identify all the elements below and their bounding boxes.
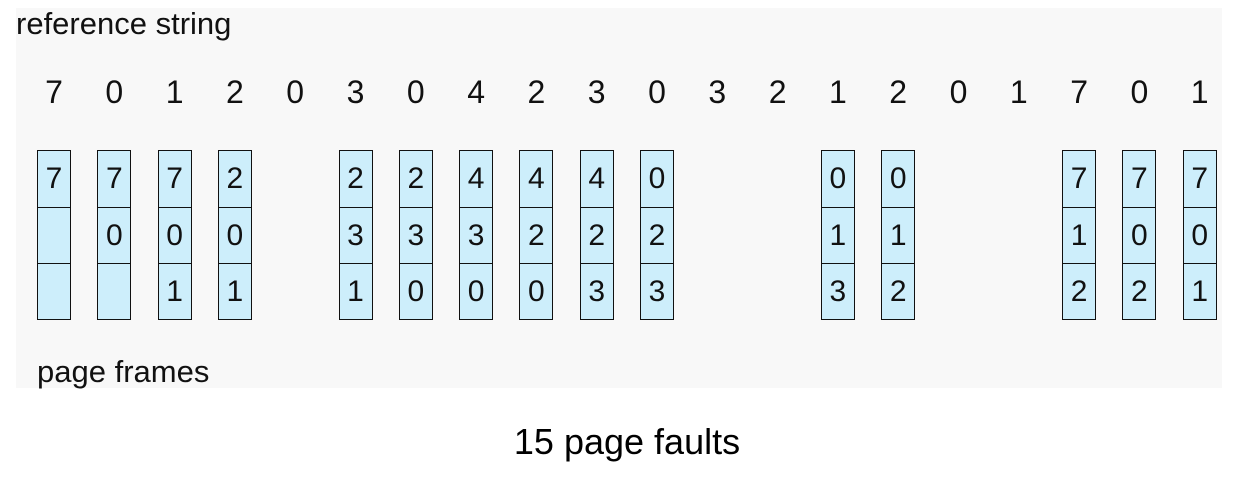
frame-cell: 1 (1183, 263, 1216, 319)
frame-cell: 7 (1070, 162, 1088, 195)
frame-cell: 4 (588, 162, 606, 195)
page-fault-count: 15 page faults (513, 421, 741, 462)
reference-item: 7 (45, 74, 63, 110)
reference-item: 2 (768, 74, 787, 110)
frame-cell: 2 (580, 207, 613, 263)
reference-item: 2 (225, 74, 244, 110)
reference-item: 0 (105, 74, 124, 110)
frame-cell: 0 (520, 263, 553, 319)
page-frames-label: page frames (37, 354, 210, 389)
reference-item: 3 (346, 74, 365, 110)
reference-item: 0 (949, 74, 968, 110)
frame-cell: 3 (821, 263, 854, 319)
frame-cell (98, 263, 131, 319)
frame-cell: 2 (226, 162, 244, 195)
reference-item: 0 (1130, 74, 1149, 110)
reference-item: 0 (406, 74, 425, 110)
frame-cell: 1 (218, 263, 251, 319)
reference-string-label: reference string (16, 6, 232, 41)
reference-item: 2 (527, 74, 546, 110)
frame-snapshot: 7 (37, 150, 71, 320)
frame-cell: 0 (829, 162, 847, 195)
frame-cell: 0 (1183, 207, 1216, 263)
frame-cell: 2 (1123, 263, 1156, 319)
frame-cell: 2 (882, 263, 915, 319)
frame-cell: 2 (407, 162, 425, 195)
frame-cell: 4 (528, 162, 545, 195)
frame-cell: 1 (882, 207, 915, 263)
frame-cell: 7 (1131, 162, 1148, 195)
frame-cell: 7 (45, 162, 63, 195)
frame-cell: 0 (158, 207, 191, 263)
reference-item: 1 (828, 74, 847, 110)
frame-cell: 1 (1063, 207, 1096, 263)
frame-cell: 2 (641, 207, 673, 263)
frame-cell (38, 263, 70, 319)
reference-item: 0 (286, 74, 305, 110)
frame-cell: 0 (218, 207, 251, 263)
frame-cell: 2 (1063, 263, 1096, 319)
reference-item: 1 (165, 74, 184, 110)
frame-cell: 3 (399, 207, 432, 263)
reference-item: 4 (467, 74, 485, 110)
reference-item: 3 (708, 74, 727, 110)
frame-cell: 0 (460, 263, 493, 319)
frame-cell: 7 (105, 162, 123, 195)
frame-cell: 1 (821, 207, 854, 263)
frame-cell: 0 (98, 207, 131, 263)
frame-cell: 7 (166, 162, 183, 195)
frame-cell: 3 (580, 263, 613, 319)
reference-item: 2 (889, 74, 908, 110)
frame-cell: 0 (1123, 207, 1156, 263)
frame-cell: 3 (339, 207, 372, 263)
frame-cell (38, 207, 70, 263)
frame-cell: 4 (467, 162, 485, 195)
frame-cell: 3 (641, 263, 673, 319)
reference-item: 1 (1190, 74, 1209, 110)
frame-cell: 0 (399, 263, 432, 319)
frame-cell: 0 (648, 162, 666, 195)
reference-item: 0 (648, 74, 666, 110)
reference-item: 1 (1009, 74, 1028, 110)
frame-cell: 0 (889, 162, 907, 195)
frame-cell: 1 (339, 263, 372, 319)
frame-cell: 2 (347, 162, 364, 195)
reference-item: 3 (587, 74, 606, 110)
frame-cell: 1 (158, 263, 191, 319)
diagram-panel (16, 8, 1222, 388)
frame-cell: 7 (1191, 162, 1209, 195)
frame-cell: 2 (520, 207, 553, 263)
frame-cell: 3 (460, 207, 493, 263)
reference-item: 7 (1070, 74, 1088, 110)
